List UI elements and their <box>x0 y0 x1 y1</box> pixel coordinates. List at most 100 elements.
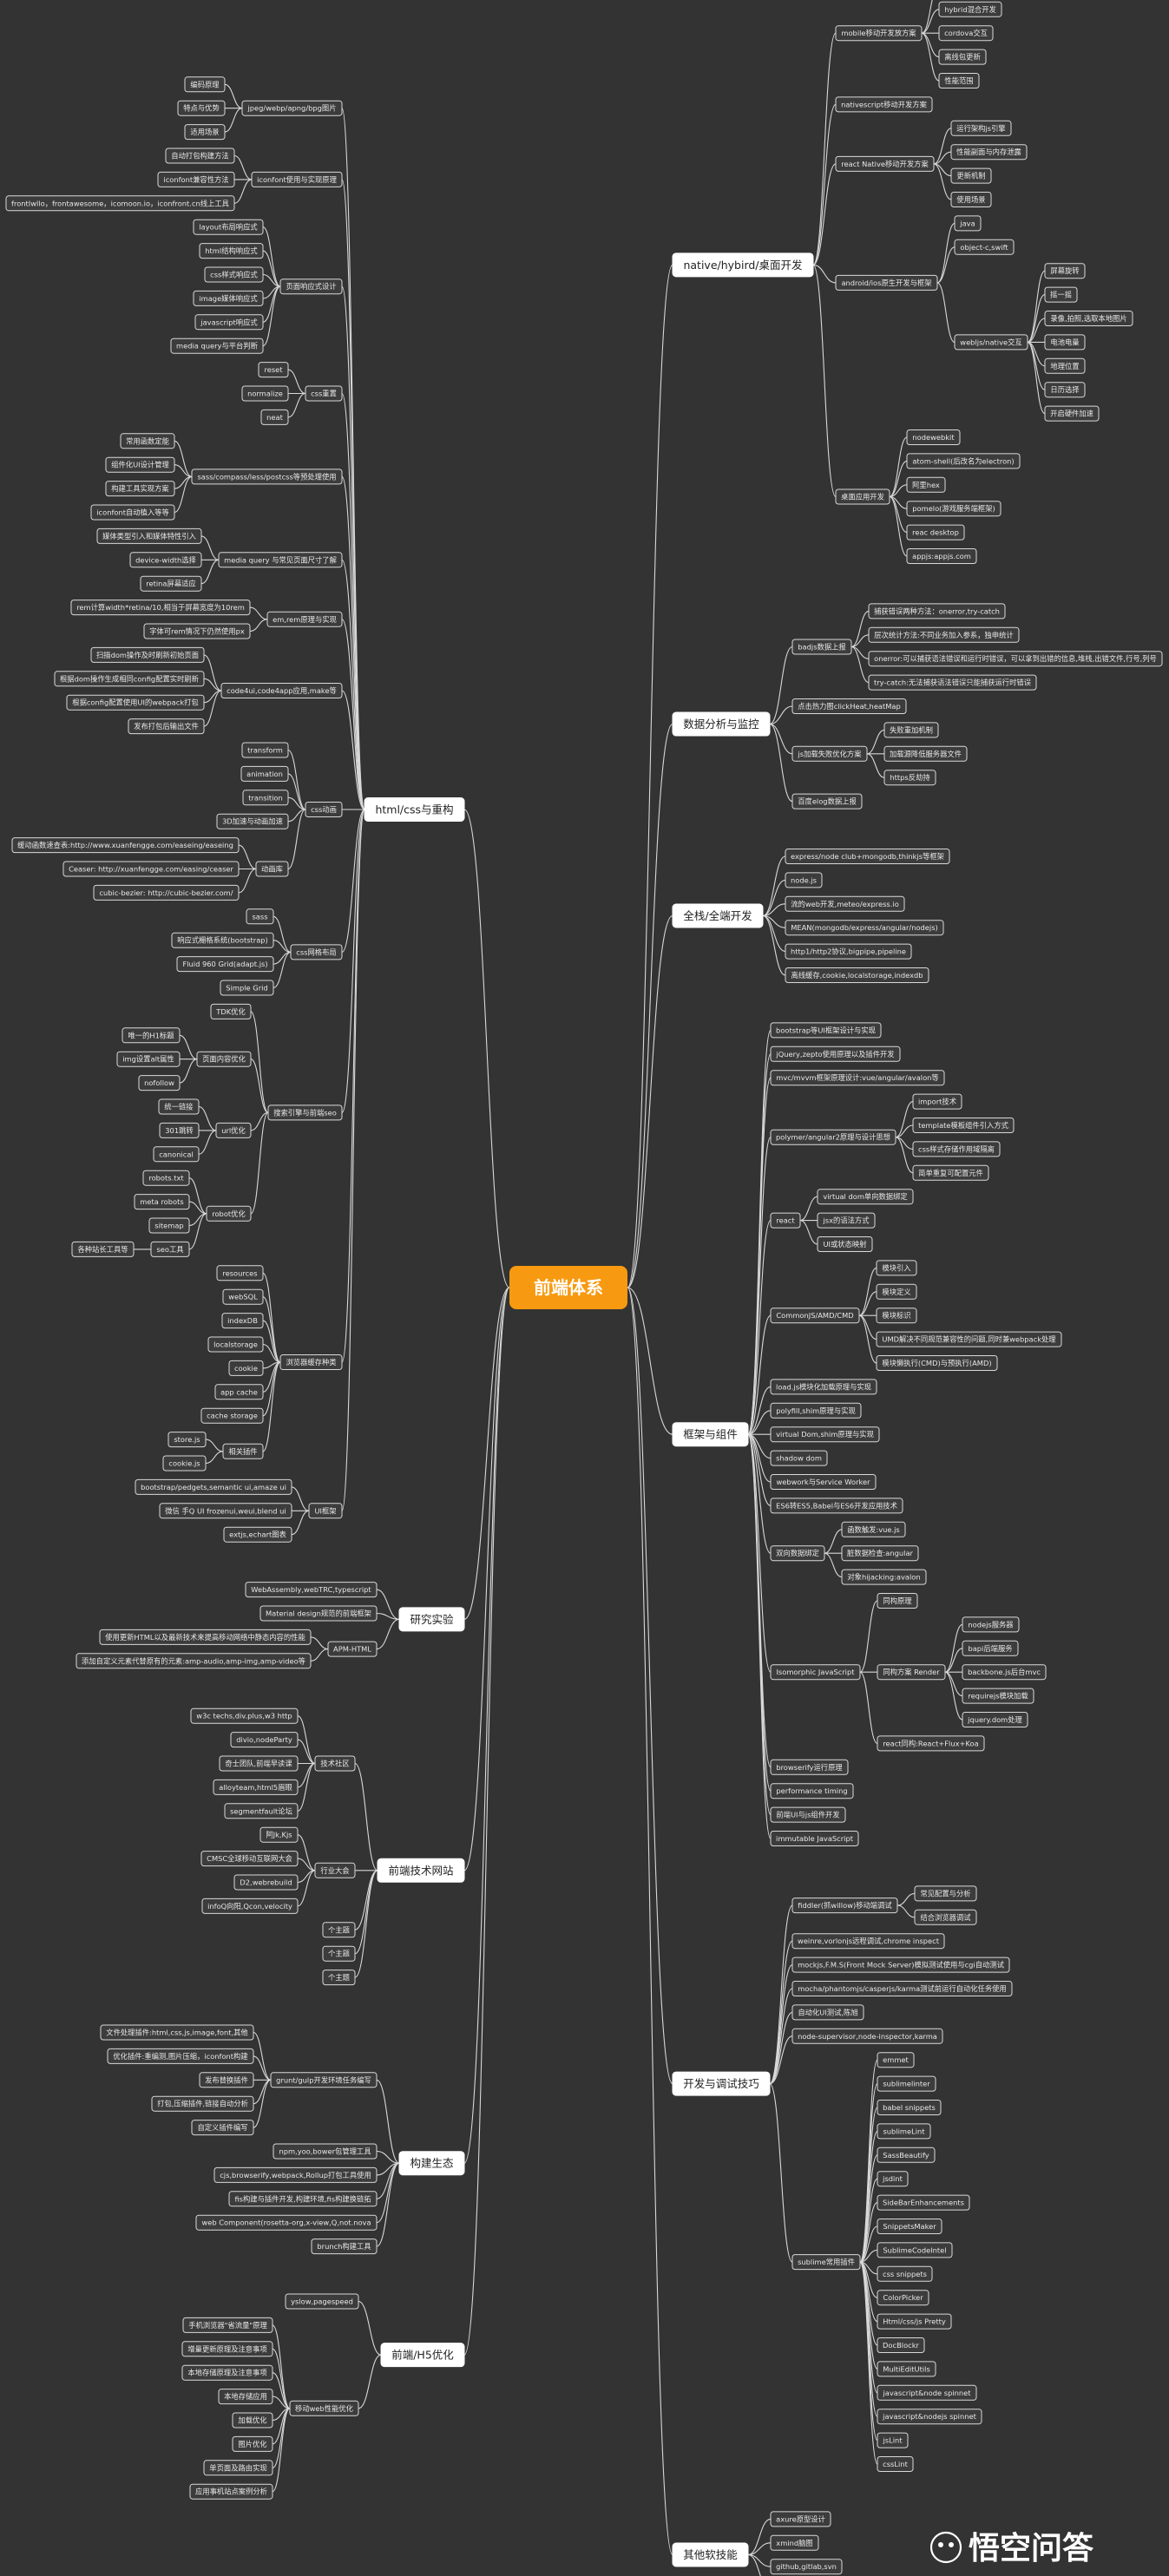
mindmap-node[interactable]: atom-shell(后改名为electron) <box>906 453 1021 469</box>
mindmap-node[interactable]: bootstrap等UI框架设计与实现 <box>770 1022 882 1039</box>
mindmap-node[interactable]: 模块懒执行(CMD)与预执行(AMD) <box>876 1355 998 1371</box>
mindmap-node[interactable]: 根据config配置使用UI的webpack打包 <box>66 694 205 711</box>
mindmap-node[interactable]: iconfont使用与实现原理 <box>251 171 343 187</box>
mindmap-node[interactable]: 自动化UI测试,陈旭 <box>791 2004 864 2021</box>
mindmap-node[interactable]: import技术 <box>912 1093 962 1110</box>
mindmap-node[interactable]: sass <box>246 908 274 925</box>
mindmap-node[interactable]: 运行架构js引擎 <box>950 120 1012 136</box>
mindmap-node[interactable]: 使用场景 <box>950 192 992 207</box>
mindmap-node[interactable]: device-width选择 <box>129 552 202 568</box>
mindmap-node[interactable]: webwork与Service Worker <box>770 1474 877 1490</box>
mindmap-node[interactable]: animation <box>240 765 289 782</box>
mindmap-node[interactable]: 构建工具实现方案 <box>105 481 175 497</box>
mindmap-node[interactable]: 特点与优势 <box>177 100 226 116</box>
mindmap-node[interactable]: CommonJS/AMD/CMD <box>770 1308 860 1324</box>
mindmap-node[interactable]: 发布替换插件 <box>199 2072 254 2088</box>
mindmap-node[interactable]: bapi后端服务 <box>962 1640 1019 1656</box>
mindmap-node[interactable]: express/node club+mongodb,thinkjs等框架 <box>785 849 950 864</box>
mindmap-node[interactable]: requirejs模块加载 <box>962 1688 1034 1704</box>
mindmap-node[interactable]: 3D加速与动画加速 <box>216 813 289 829</box>
mindmap-node[interactable]: jsdint <box>877 2171 909 2187</box>
mindmap-node[interactable]: javascript响应式 <box>194 314 264 331</box>
mindmap-node[interactable]: pomelo(游戏服务端框架) <box>906 501 1002 517</box>
mindmap-branch-node[interactable]: 框架与组件 <box>672 1422 749 1447</box>
mindmap-branch-node[interactable]: 前端/H5优化 <box>380 2343 465 2368</box>
mindmap-node[interactable]: html结构响应式 <box>199 243 264 259</box>
mindmap-node[interactable]: web Component(rosetta-org,x-view,Q,not.n… <box>195 2214 378 2231</box>
mindmap-node[interactable]: Isomorphic JavaScript <box>770 1664 861 1681</box>
mindmap-node[interactable]: cookie.js <box>162 1455 207 1472</box>
mindmap-node[interactable]: divio,nodeParty <box>230 1732 299 1748</box>
mindmap-node[interactable]: 常见配置与分析 <box>914 1885 977 1902</box>
mindmap-node[interactable]: w3c techs,div.plus,w3 http <box>190 1708 299 1724</box>
mindmap-node[interactable]: 性能副面与内存泄露 <box>950 144 1028 161</box>
mindmap-node[interactable]: meta robots <box>134 1194 190 1210</box>
mindmap-node[interactable]: 个主题 <box>322 1945 356 1962</box>
mindmap-node[interactable]: sublimeLint <box>877 2123 931 2140</box>
center-node[interactable]: 前端体系 <box>509 1266 627 1309</box>
mindmap-node[interactable]: 使用更新HTML以及最新技术来提高移动网络中静态内容的性能 <box>99 1629 312 1645</box>
mindmap-node[interactable]: 单页面及路由实现 <box>203 2460 273 2476</box>
mindmap-node[interactable]: webljs/native交互 <box>954 334 1028 351</box>
mindmap-node[interactable]: js加载失败优化方案 <box>791 745 868 762</box>
mindmap-node[interactable]: 前端UI与js组件开发 <box>770 1806 846 1823</box>
mindmap-node[interactable]: 个主题 <box>322 1922 356 1938</box>
mindmap-node[interactable]: 点击热力图clickHeat,heatMap <box>791 698 907 714</box>
mindmap-node[interactable]: cache storage <box>200 1407 264 1424</box>
mindmap-node[interactable]: 增量更新原理及注意事项 <box>181 2341 273 2357</box>
mindmap-branch-node[interactable]: 研究实验 <box>398 1607 465 1632</box>
mindmap-node[interactable]: polymer/angular2原理与设计思想 <box>770 1129 896 1145</box>
mindmap-node[interactable]: canonical <box>153 1146 200 1163</box>
mindmap-node[interactable]: jQuery,zepto使用原理以及插件开发 <box>770 1045 901 1062</box>
mindmap-node[interactable]: 函数触发:vue.js <box>841 1521 906 1537</box>
mindmap-node[interactable]: cssLint <box>877 2456 914 2472</box>
mindmap-node[interactable]: 阿Jk,Kjs <box>259 1826 299 1843</box>
mindmap-node[interactable]: D2,webrebuild <box>233 1874 299 1891</box>
mindmap-node[interactable]: mocha/phantomjs/casperjs/karma测试前运行自动化任务… <box>791 1981 1013 1996</box>
mindmap-node[interactable]: 根据dom操作生成相同config配置实时刷新 <box>54 671 205 687</box>
mindmap-node[interactable]: Html/css/js Pretty <box>877 2313 952 2330</box>
mindmap-node[interactable]: Material design规范的前端框架 <box>259 1605 378 1622</box>
mindmap-node[interactable]: 优化插件:重编测,图片压缩，iconfont构建 <box>107 2048 254 2064</box>
mindmap-node[interactable]: browserify运行原理 <box>770 1759 849 1775</box>
mindmap-node[interactable]: 对象hijacking:avalon <box>841 1569 927 1585</box>
mindmap-node[interactable]: 更新机制 <box>950 167 992 184</box>
mindmap-node[interactable]: WebAssembly,webTRC,typescript <box>245 1582 378 1598</box>
mindmap-node[interactable]: CMSC全球移动互联网大会 <box>200 1851 299 1867</box>
mindmap-node[interactable]: em,rem原理与实现 <box>266 611 343 627</box>
mindmap-node[interactable]: yslow,pagespeed <box>285 2293 359 2310</box>
mindmap-node[interactable]: 应用事机站点案例分析 <box>189 2483 273 2500</box>
mindmap-node[interactable]: npm,yoo,bower包管理工具 <box>273 2143 378 2160</box>
mindmap-node[interactable]: 捕获错误两种方法：onerror,try-catch <box>868 603 1006 619</box>
mindmap-node[interactable]: http1/http2协议,bigpipe,pipeline <box>785 943 912 960</box>
mindmap-node[interactable]: 模块定义 <box>876 1283 917 1300</box>
mindmap-node[interactable]: 电池电量 <box>1044 334 1086 351</box>
mindmap-node[interactable]: emmet <box>877 2052 915 2068</box>
mindmap-node[interactable]: iconfont自动植入等等 <box>90 504 175 521</box>
mindmap-node[interactable]: reac desktop <box>906 524 965 541</box>
mindmap-node[interactable]: react Native移动开发方案 <box>835 155 935 172</box>
mindmap-node[interactable]: UI框架 <box>308 1503 343 1519</box>
mindmap-branch-node[interactable]: native/hybird/桌面开发 <box>672 252 814 278</box>
mindmap-node[interactable]: MEAN(mongodb/express/angular/nodejs) <box>785 920 944 936</box>
mindmap-node[interactable]: jsx的语法方式 <box>817 1212 876 1229</box>
mindmap-node[interactable]: layout布局响应式 <box>193 219 264 235</box>
mindmap-node[interactable]: 移动web性能优化 <box>289 2400 359 2416</box>
mindmap-node[interactable]: 层次统计方法:不同业务加入参系，独申统计 <box>868 626 1020 643</box>
mindmap-node[interactable]: xmind脑图 <box>770 2534 819 2551</box>
mindmap-node[interactable]: 加载源降低服务器文件 <box>883 745 968 762</box>
mindmap-node[interactable]: webSQL <box>222 1288 264 1305</box>
mindmap-node[interactable]: 手机浏览器"省流量"原理 <box>182 2317 273 2333</box>
mindmap-node[interactable]: babel snippets <box>877 2100 942 2115</box>
mindmap-node[interactable]: 奇士团队,前端早读课 <box>219 1755 299 1772</box>
mindmap-node[interactable]: normalize <box>241 385 289 402</box>
mindmap-node[interactable]: template模板组件引入方式 <box>912 1118 1015 1133</box>
mindmap-node[interactable]: DocBlockr <box>877 2337 925 2353</box>
mindmap-node[interactable]: load.js模块化加载原理与实现 <box>770 1379 877 1395</box>
mindmap-node[interactable]: 脏数据检查:angular <box>841 1545 919 1562</box>
mindmap-node[interactable]: retina屏幕适应 <box>140 575 202 592</box>
mindmap-node[interactable]: appjs:appjs.com <box>906 548 977 564</box>
mindmap-node[interactable]: css snippets <box>877 2265 933 2282</box>
mindmap-node[interactable]: virtual dom单向数据绑定 <box>817 1189 914 1205</box>
mindmap-node[interactable]: 模块引入 <box>876 1260 917 1276</box>
